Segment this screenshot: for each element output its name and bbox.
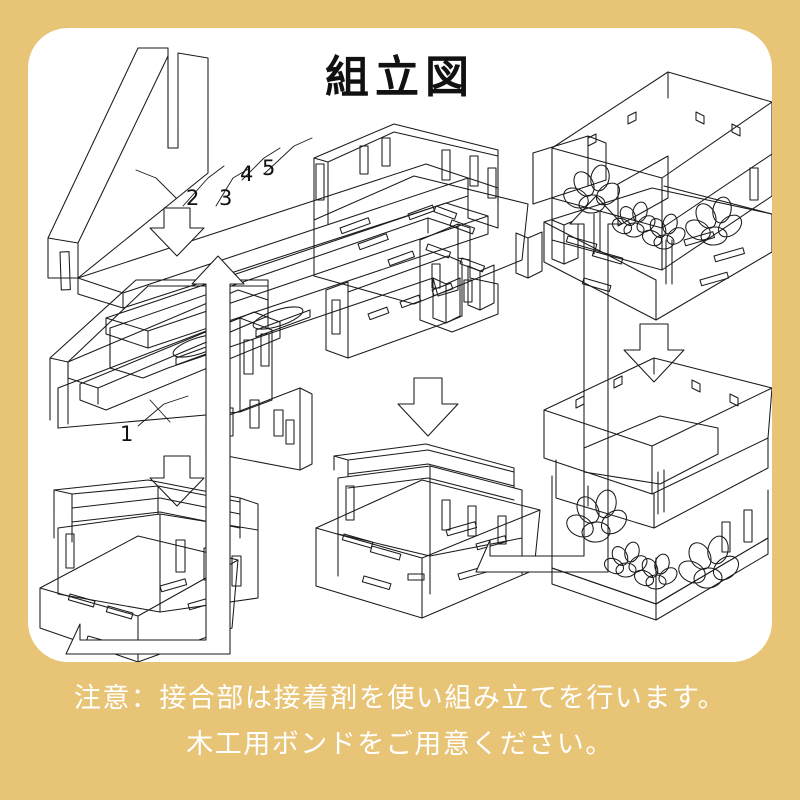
- part-label-4: 4: [240, 162, 254, 186]
- arrow-right-1-to-2-shape: [623, 323, 685, 383]
- step-box-with-sakura-drawing: [543, 71, 772, 321]
- step-frame-base-fit-drawing: [315, 443, 541, 619]
- part-label-2: 2: [186, 186, 200, 210]
- part-label-1: 1: [120, 422, 134, 446]
- assembly-notice: 注意：接合部は接着剤を使い組み立てを行います。 木工用ボンドをご用意ください。: [0, 676, 800, 768]
- notice-line-2: 木工用ボンドをご用意ください。: [186, 729, 614, 760]
- sakura-motif-left-final: [566, 489, 628, 543]
- arrow-left-3-to-middle-1-shape: [65, 255, 245, 655]
- page-title: 組立図: [325, 52, 475, 103]
- part-label-3: 3: [219, 186, 233, 210]
- step-parts-exploded-drawing: [47, 47, 607, 379]
- part-label-5: 5: [262, 156, 276, 180]
- diagram-panel: 組立図: [28, 28, 772, 662]
- arrow-middle-1-to-2-shape: [397, 377, 459, 437]
- step-base-panels-drawing: [313, 123, 529, 359]
- arrow-left-1-to-2-shape: [149, 207, 205, 257]
- step-completed-box-drawing: [543, 357, 772, 621]
- notice-line-1: 注意：接合部は接着剤を使い組み立てを行います。: [73, 683, 727, 714]
- assembly-diagram-illustration: [39, 47, 772, 662]
- step-side-frame-drawing: [49, 279, 313, 471]
- sakura-motif-front: [611, 196, 743, 250]
- sakura-motif-front-final: [603, 535, 740, 590]
